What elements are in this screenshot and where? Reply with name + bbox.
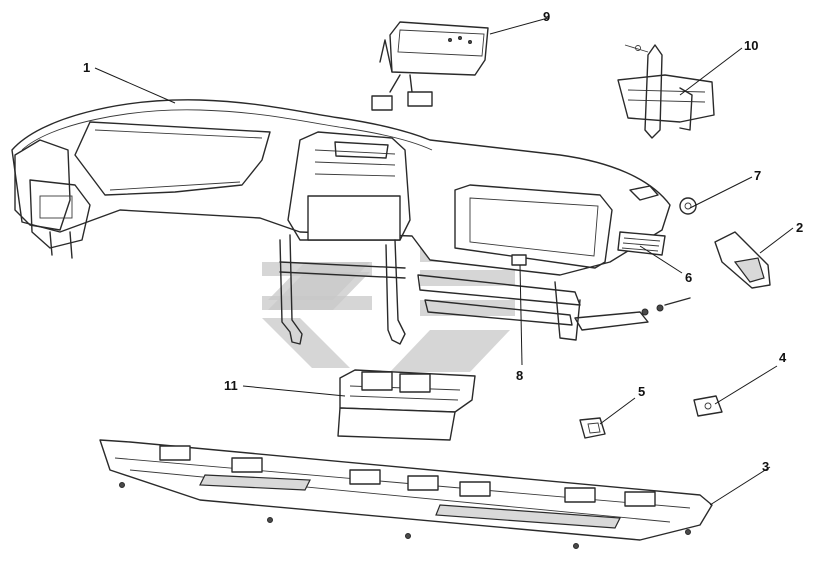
callout-2: 2 bbox=[796, 220, 803, 235]
fastener-7 bbox=[679, 197, 697, 215]
control-unit bbox=[371, 21, 489, 111]
callout-1: 1 bbox=[83, 60, 90, 75]
instrument-panel-body bbox=[11, 99, 691, 345]
leader-lines bbox=[94, 17, 794, 506]
callout-3: 3 bbox=[762, 459, 769, 474]
callout-6: 6 bbox=[685, 270, 692, 285]
callout-11: 11 bbox=[224, 378, 238, 393]
callout-7: 7 bbox=[754, 168, 761, 183]
callout-4: 4 bbox=[779, 350, 787, 365]
vent-grille-6 bbox=[617, 231, 666, 256]
lower-tray bbox=[337, 369, 476, 441]
side-vent-nozzle bbox=[714, 231, 771, 289]
callout-9: 9 bbox=[543, 9, 550, 24]
callout-8: 8 bbox=[516, 368, 523, 383]
clip-4 bbox=[693, 395, 723, 417]
reinforcement-bar bbox=[99, 439, 713, 549]
callout-5: 5 bbox=[638, 384, 645, 399]
callout-labels: 1 2 3 4 5 6 7 8 9 10 11 bbox=[83, 9, 803, 474]
side-vent-assembly bbox=[617, 44, 715, 139]
callout-10: 10 bbox=[744, 38, 758, 53]
bracket-8 bbox=[511, 254, 527, 266]
clip-5 bbox=[579, 417, 606, 439]
